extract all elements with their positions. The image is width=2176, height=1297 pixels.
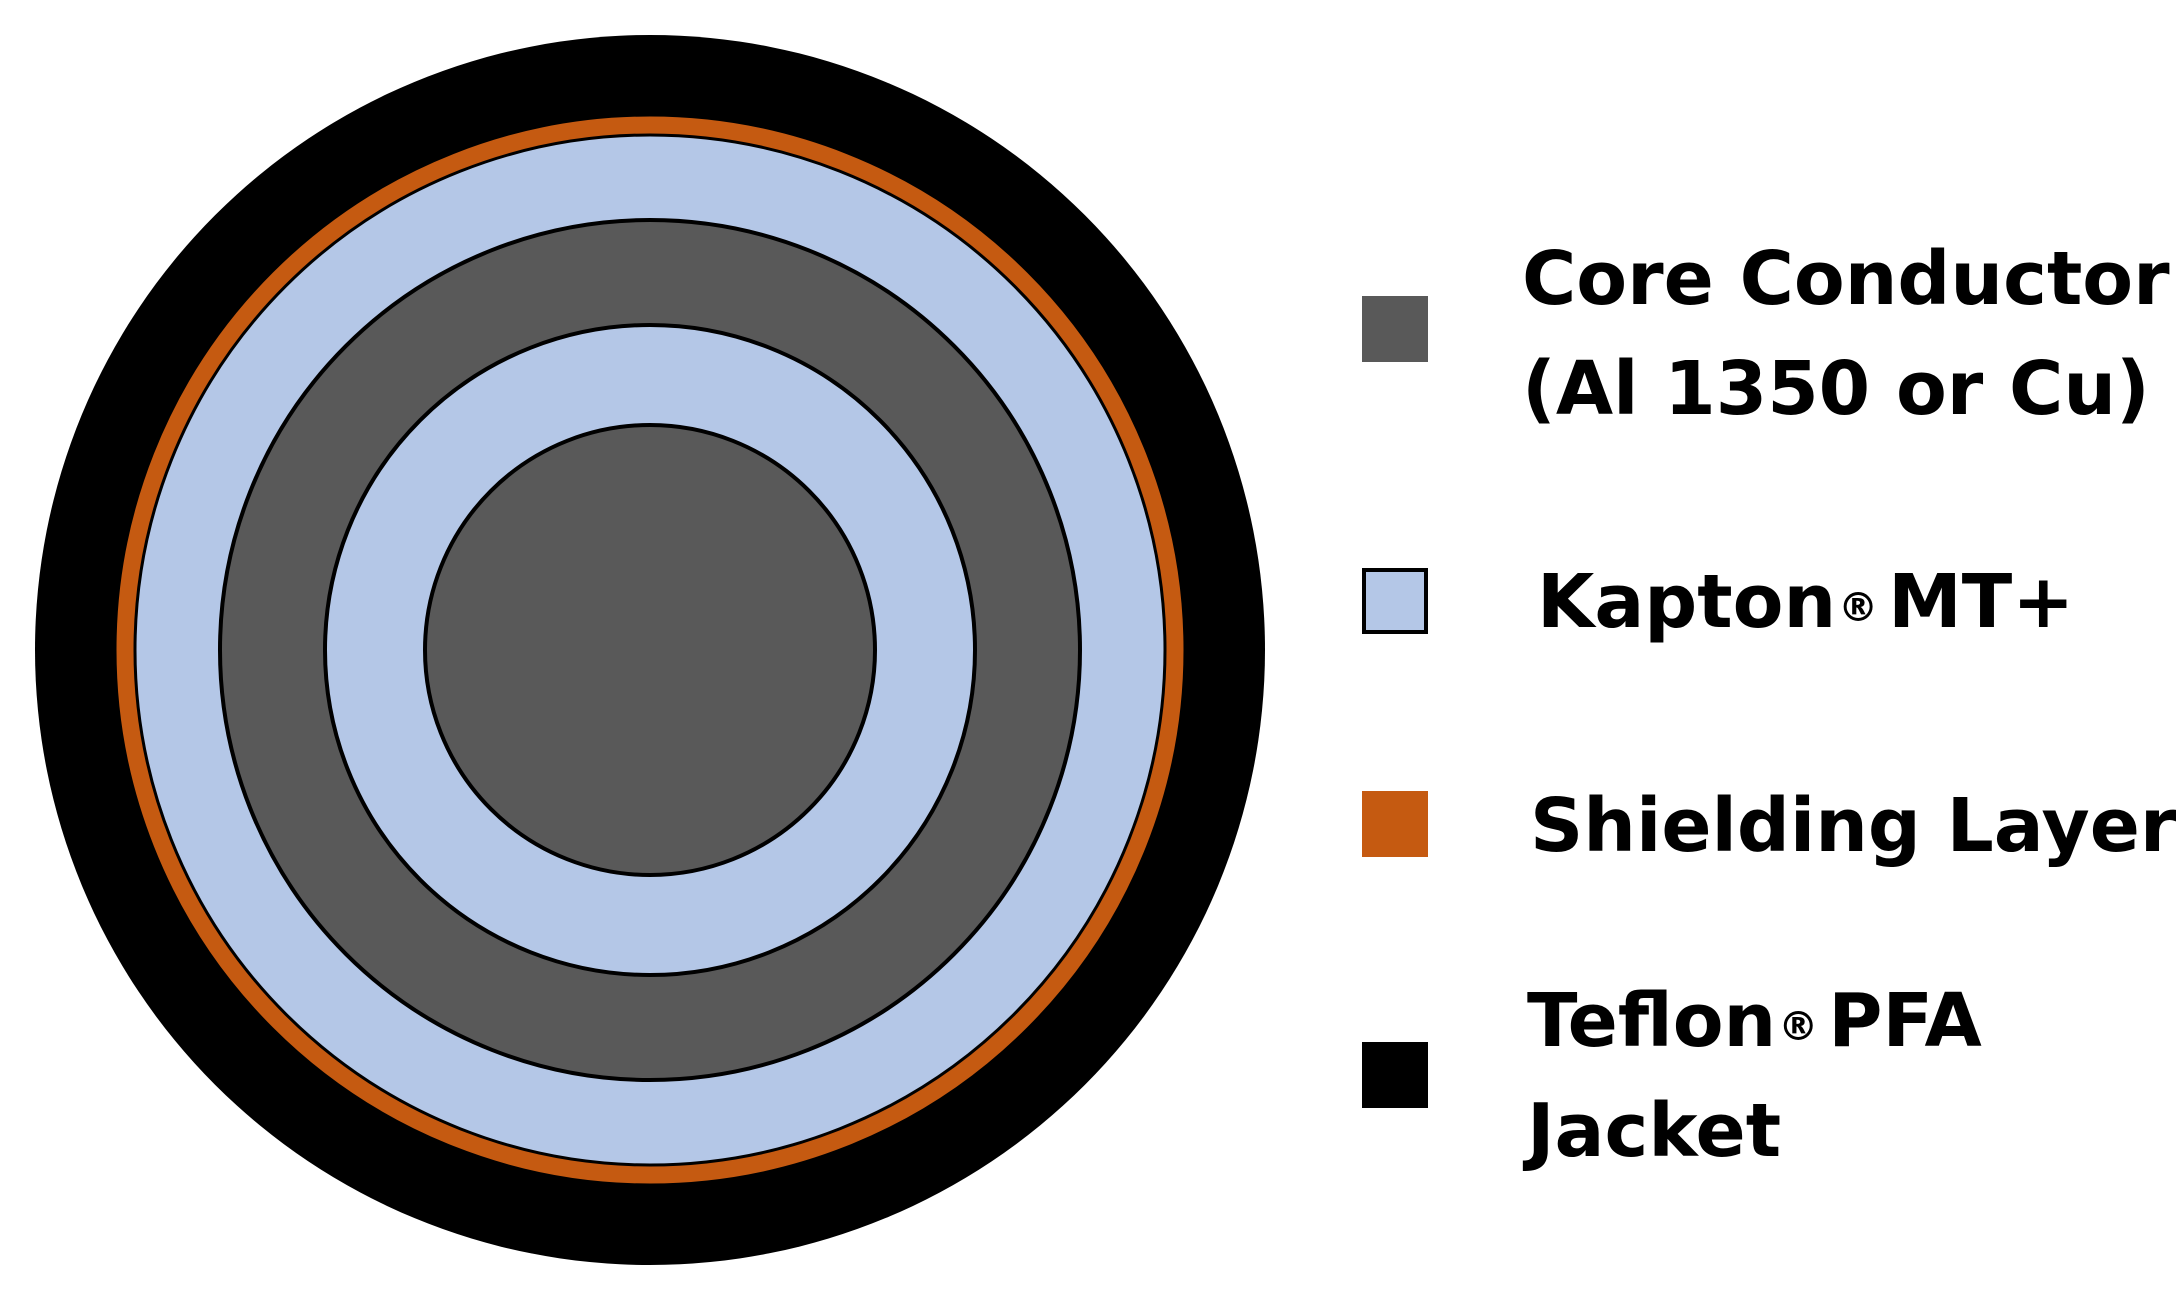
kapton-label-name: Kapton — [1537, 559, 1837, 645]
teflon-jacket-label: Teflon®PFA Jacket — [1527, 966, 1982, 1186]
teflon-jacket-swatch — [1362, 1042, 1428, 1108]
shielding-layer-label-line1: Shielding Layer — [1530, 783, 2176, 869]
shielding-layer-label: Shielding Layer — [1530, 771, 2176, 881]
teflon-jacket-label-line2: Jacket — [1527, 1088, 1782, 1174]
teflon-label-name: Teflon — [1527, 978, 1777, 1064]
shielding-layer-swatch — [1362, 791, 1428, 857]
core-conductor — [423, 423, 877, 877]
teflon-jacket-label-line1: Teflon®PFA — [1527, 966, 1982, 1076]
teflon-label-suffix: PFA — [1828, 978, 1982, 1064]
core-conductor-label-line1: Core Conductor — [1522, 236, 2170, 322]
kapton-label-suffix: MT+ — [1888, 559, 2075, 645]
kapton-swatch — [1362, 568, 1428, 634]
core-conductor-swatch — [1362, 296, 1428, 362]
core-conductor-label: Core Conductor (Al 1350 or Cu) — [1522, 224, 2170, 444]
teflon-registered-mark: ® — [1778, 1004, 1819, 1050]
kapton-registered-mark: ® — [1838, 585, 1879, 631]
core-conductor-label-line2: (Al 1350 or Cu) — [1522, 346, 2150, 432]
kapton-label: Kapton®MT+ — [1537, 547, 2074, 657]
